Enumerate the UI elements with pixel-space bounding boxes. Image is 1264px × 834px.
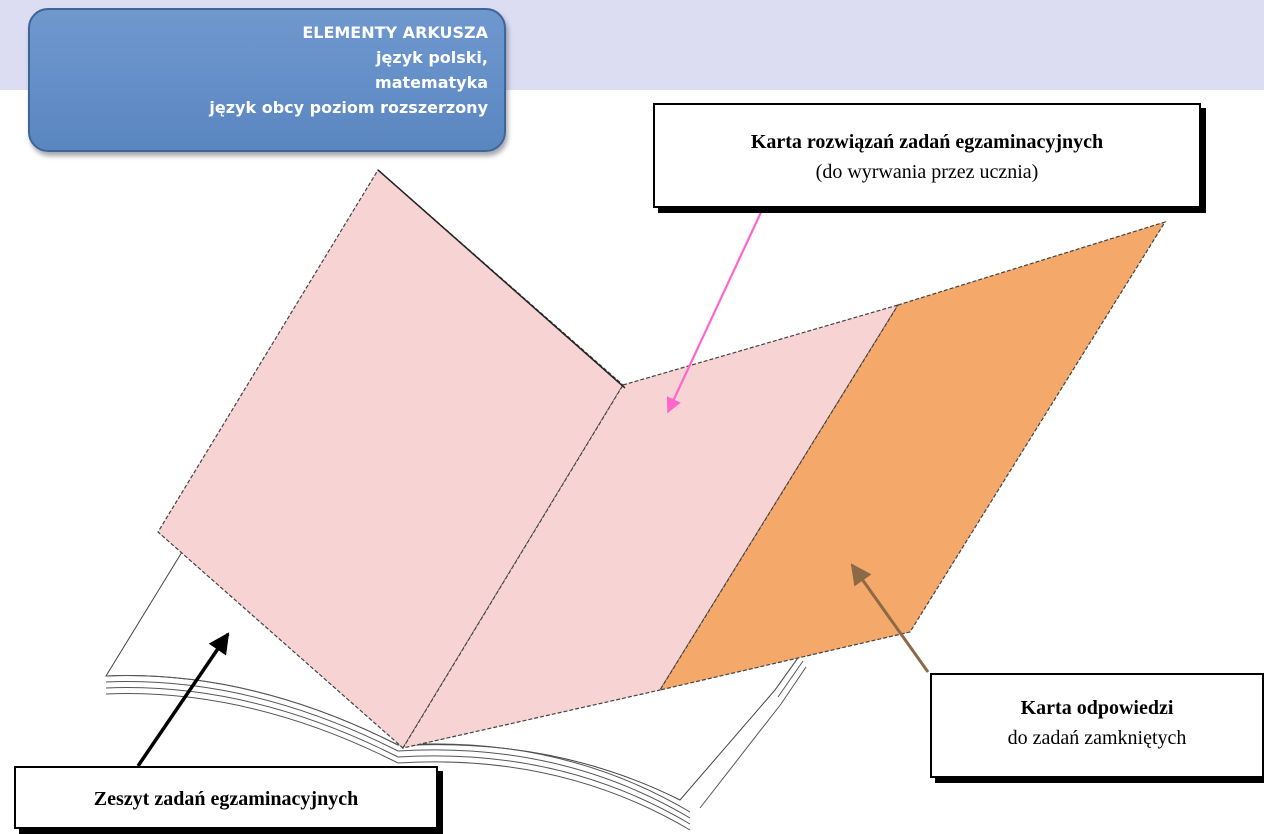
title-box-line-jezyk-obcy: język obcy poziom rozszerzony — [209, 98, 488, 117]
arrow-to-karta-rozwiazan — [666, 207, 764, 414]
booklet-zeszyt — [105, 551, 807, 831]
pink-fold-line — [377, 169, 626, 389]
label-zeszyt-title: Zeszyt zadań egzaminacyjnych — [93, 788, 359, 810]
orange-sheet-karta-odpowiedzi — [658, 220, 1167, 691]
label-karta-rozwiazan-title: Karta rozwiązań zadań egzaminacyjnych — [750, 131, 1104, 153]
booklet-right-page — [414, 654, 802, 801]
title-box-line-matematyka: matematyka — [375, 73, 488, 92]
arrow-to-karta-odpowiedzi — [850, 563, 930, 673]
title-box-heading: ELEMENTY ARKUSZA — [302, 23, 488, 42]
title-box: ELEMENTY ARKUSZA język polski, matematyk… — [28, 8, 506, 152]
label-karta-odpowiedzi-title: Karta odpowiedzi — [1020, 697, 1174, 719]
pink-sheet-karta-rozwiazan — [157, 169, 900, 749]
label-zeszyt: Zeszyt zadań egzaminacyjnych — [14, 766, 438, 829]
title-box-line-polski: język polski, — [376, 48, 488, 67]
label-karta-rozwiazan: Karta rozwiązań zadań egzaminacyjnych (d… — [653, 103, 1201, 208]
label-karta-odpowiedzi-subtitle: do zadań zamkniętych — [1007, 727, 1187, 749]
orange-panel — [658, 220, 1167, 691]
label-karta-rozwiazan-subtitle: (do wyrwania przez ucznia) — [815, 161, 1039, 183]
booklet-page-edges — [105, 654, 807, 831]
arrow-to-zeszyt — [136, 632, 230, 767]
label-karta-odpowiedzi: Karta odpowiedzi do zadań zamkniętych — [930, 673, 1264, 778]
